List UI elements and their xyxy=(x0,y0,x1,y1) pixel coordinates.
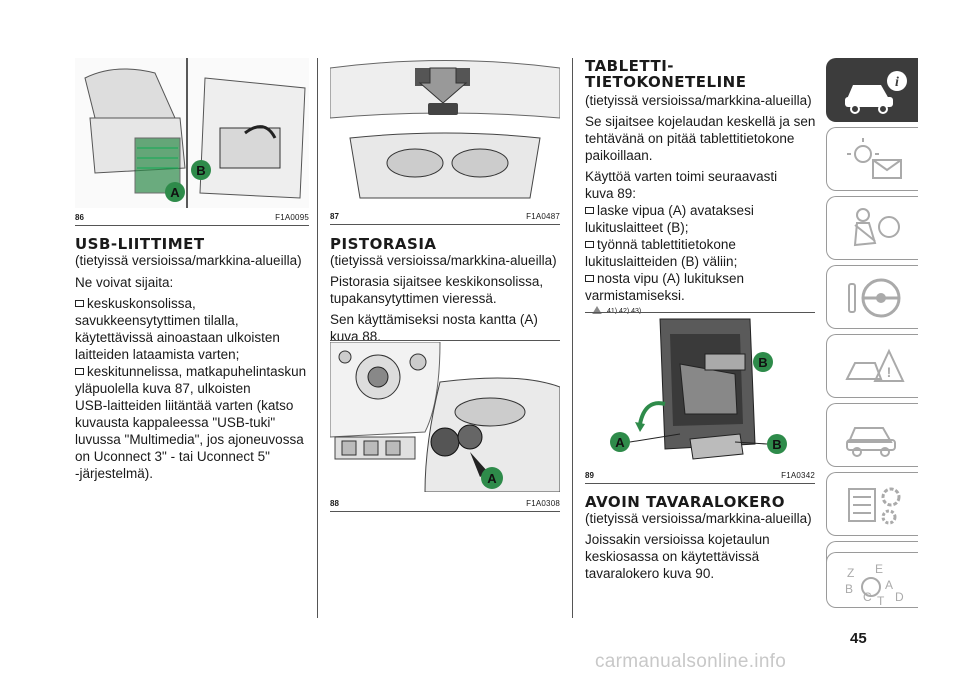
paragraph: paikoillaan. xyxy=(585,148,653,163)
svg-text:E: E xyxy=(875,562,883,576)
tab-warning-lights[interactable] xyxy=(826,127,918,191)
paragraph: tehtävänä on pitää tablettitietokone xyxy=(585,131,795,146)
paragraph: Pistorasia sijaitsee keskikonsolissa, xyxy=(330,274,544,289)
tab-index[interactable]: Z E B C T A D xyxy=(826,552,918,608)
tab-technical-data[interactable] xyxy=(826,472,918,536)
figure-88-caption: 88 F1A0308 xyxy=(330,499,560,508)
figure-88-image: A xyxy=(330,342,560,492)
figure-number: 86 xyxy=(75,213,84,222)
warning-triangle-icon xyxy=(591,306,603,316)
section-title: USB-LIITTIMET xyxy=(75,235,205,253)
section-title: TIETOKONETELINE xyxy=(585,73,747,91)
svg-text:A: A xyxy=(615,435,625,450)
section-title: AVOIN TAVARALOKERO xyxy=(585,493,786,511)
warning-references: 41) 42) 43) xyxy=(591,306,817,316)
list-item: työnnä tablettitietokone lukituslaitteid… xyxy=(585,237,738,269)
page-number: 45 xyxy=(850,630,867,647)
paragraph: keskiosassa on käytettävissä xyxy=(585,549,760,564)
svg-text:A: A xyxy=(170,185,180,200)
svg-text:T: T xyxy=(877,594,885,608)
car-info-icon: i xyxy=(845,71,907,114)
tab-maintenance[interactable] xyxy=(826,403,918,467)
availability-note: (tietyissä versioissa/markkina-alueilla) xyxy=(75,253,302,268)
figure-code: F1A0095 xyxy=(275,213,309,222)
list-item: keskitunnelissa, matkapuhelintaskun yläp… xyxy=(75,364,307,481)
tab-starting-driving[interactable] xyxy=(826,265,918,329)
svg-text:B: B xyxy=(758,355,767,370)
watermark: carmanualsonline.info xyxy=(595,651,787,672)
list-item: laske vipua (A) avataksesi lukituslaitte… xyxy=(585,203,754,235)
car-service-icon xyxy=(846,427,896,457)
tab-airbag-safety[interactable] xyxy=(826,196,918,260)
figure-86-image: A B xyxy=(75,58,309,208)
index-letters-icon: Z E B C T A D xyxy=(845,562,904,608)
paragraph: Sen käyttämiseksi nosta kantta (A) xyxy=(330,312,538,327)
svg-text:D: D xyxy=(895,590,904,604)
section-title: PISTORASIA xyxy=(330,235,437,253)
svg-text:Z: Z xyxy=(847,566,854,580)
checkbox-bullet-icon xyxy=(585,241,594,248)
checkbox-bullet-icon xyxy=(585,275,594,282)
section-pistorasia: PISTORASIA (tietyissä versioissa/markkin… xyxy=(330,236,565,345)
list-item: nosta vipu (A) lukituksen varmistamiseks… xyxy=(585,271,745,303)
svg-text:B: B xyxy=(845,582,853,596)
specs-gear-icon xyxy=(848,487,901,525)
tab-emergency[interactable]: ! xyxy=(826,334,918,398)
paragraph: Käyttöä varten toimi seuraavasti xyxy=(585,169,778,184)
svg-text:B: B xyxy=(196,163,205,178)
figure-code: F1A0342 xyxy=(781,471,815,480)
section-storage: AVOIN TAVARALOKERO (tietyissä versioissa… xyxy=(585,494,817,582)
figure-89-image: B B A xyxy=(585,314,815,464)
tab-car-info[interactable]: i xyxy=(826,58,918,122)
paragraph: tavaralokero kuva 90. xyxy=(585,566,715,581)
paragraph: Se sijaitsee kojelaudan keskellä ja sen xyxy=(585,114,816,129)
figure-number: 87 xyxy=(330,212,339,221)
paragraph: kuva 89: xyxy=(585,186,637,201)
section-tablet: TABLETTI- TIETOKONETELINE (tietyissä ver… xyxy=(585,58,817,316)
svg-text:A: A xyxy=(885,578,893,592)
paragraph: Joissakin versioissa kojetaulun xyxy=(585,532,770,547)
steering-wheel-icon xyxy=(848,278,901,318)
figure-86-caption: 86 F1A0095 xyxy=(75,213,309,222)
hazard-road-icon: ! xyxy=(845,348,905,382)
checkbox-bullet-icon xyxy=(75,368,84,375)
checkbox-bullet-icon xyxy=(75,300,84,307)
list-item: keskuskonsolissa, savukkeensytyttimen ti… xyxy=(75,296,280,362)
availability-note: (tietyissä versioissa/markkina-alueilla) xyxy=(585,93,812,108)
figure-number: 88 xyxy=(330,499,339,508)
paragraph: Ne voivat sijaita: xyxy=(75,275,174,290)
section-title: TABLETTI- xyxy=(585,57,675,75)
figure-87-caption: 87 F1A0487 xyxy=(330,212,560,221)
svg-text:B: B xyxy=(772,437,781,452)
paragraph: tupakansytyttimen vieressä. xyxy=(330,291,497,306)
warning-refs-text: 41) 42) 43) xyxy=(607,307,642,315)
section-usb: USB-LIITTIMET (tietyissä versioissa/mark… xyxy=(75,236,315,482)
availability-note: (tietyissä versioissa/markkina-alueilla) xyxy=(330,253,557,268)
availability-note: (tietyissä versioissa/markkina-alueilla) xyxy=(585,511,812,526)
warning-lights-icon xyxy=(847,138,902,179)
figure-code: F1A0308 xyxy=(526,499,560,508)
svg-text:!: ! xyxy=(887,364,892,380)
svg-text:i: i xyxy=(895,75,899,90)
figure-87-image xyxy=(330,58,560,206)
figure-code: F1A0487 xyxy=(526,212,560,221)
airbag-seat-icon xyxy=(853,208,900,247)
svg-text:C: C xyxy=(863,590,872,604)
figure-89-caption: 89 F1A0342 xyxy=(585,471,815,480)
figure-number: 89 xyxy=(585,471,594,480)
chapter-tabs: i ! xyxy=(826,58,960,618)
svg-text:A: A xyxy=(487,471,497,486)
checkbox-bullet-icon xyxy=(585,207,594,214)
